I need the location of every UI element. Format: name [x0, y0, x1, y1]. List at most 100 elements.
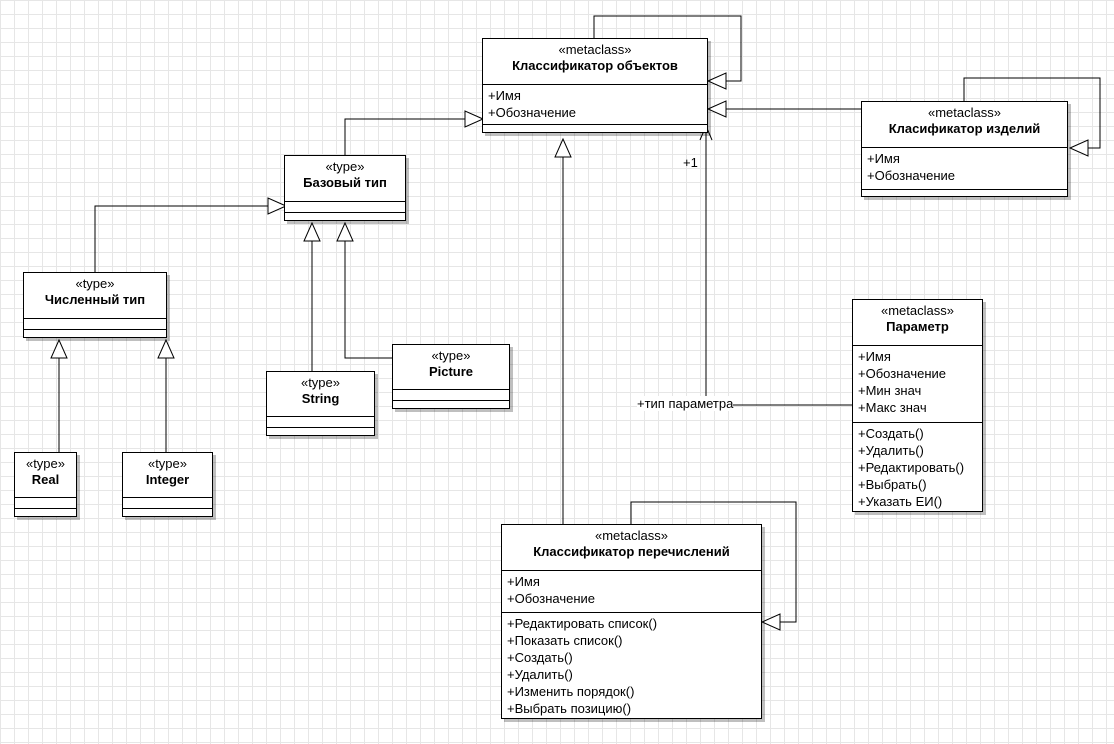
attribute: +Имя — [858, 349, 891, 364]
operation: +Показать список() — [507, 633, 623, 648]
class-header: «type» Integer — [123, 453, 212, 497]
generalization-arrowhead — [1068, 139, 1089, 157]
operation: +Удалить() — [507, 667, 573, 682]
numeric-type-class[interactable]: «type» Численный тип — [23, 272, 167, 338]
attribute: +Имя — [488, 88, 521, 103]
class-stereotype: «type» — [25, 456, 66, 471]
class-name: Real — [31, 472, 60, 487]
class-stereotype: «metaclass» — [928, 105, 1001, 120]
attributes-section: +Имя +Обозначение — [483, 84, 707, 124]
attributes-section — [24, 318, 166, 329]
attributes-section — [393, 389, 509, 400]
operations-section — [393, 400, 509, 411]
attribute: +Обозначение — [488, 105, 576, 120]
attribute: +Мин знач — [858, 383, 922, 398]
generalization-arrowhead — [464, 110, 485, 128]
parameter-class[interactable]: «metaclass» Параметр +Имя +Обозначение +… — [852, 299, 983, 512]
class-name: Integer — [145, 472, 190, 487]
class-name: Picture — [428, 364, 474, 379]
class-header: «metaclass» Классификатор объектов — [483, 39, 707, 84]
operation: +Редактировать список() — [507, 616, 658, 631]
class-stereotype: «type» — [147, 456, 188, 471]
generalization-arrowhead — [267, 197, 288, 215]
operations-section: +Создать() +Удалить() +Редактировать() +… — [853, 422, 982, 514]
object-classifier-class[interactable]: «metaclass» Классификатор объектов +Имя … — [482, 38, 708, 133]
operations-section — [285, 212, 405, 223]
class-stereotype: «type» — [75, 276, 115, 291]
operations-section: +Редактировать список() +Показать список… — [502, 612, 761, 721]
association-role-label: +тип параметра — [637, 396, 734, 411]
product-classifier-self-generalization — [963, 77, 1101, 149]
base-type-class[interactable]: «type» Базовый тип — [284, 155, 406, 221]
operations-section — [862, 189, 1067, 199]
operations-section — [267, 427, 374, 438]
generalization-arrowhead — [303, 221, 321, 242]
picture-type-class[interactable]: «type» Picture — [392, 344, 510, 409]
operations-section — [15, 508, 76, 519]
generalization-arrowhead — [706, 100, 727, 118]
real-type-class[interactable]: «type» Real — [14, 452, 77, 517]
generalization-arrowhead — [50, 338, 68, 359]
attributes-section: +Имя +Обозначение +Мин знач +Макс знач — [853, 345, 982, 422]
class-stereotype: «type» — [300, 375, 341, 390]
class-header: «type» Численный тип — [24, 273, 166, 318]
enum-classifier-class[interactable]: «metaclass» Классификатор перечислений +… — [501, 524, 762, 719]
attributes-section: +Имя +Обозначение — [502, 570, 761, 612]
attributes-section — [285, 201, 405, 212]
numeric-to-base-generalization — [94, 205, 268, 272]
attribute: +Макс знач — [858, 400, 927, 415]
operation: +Удалить() — [858, 443, 924, 458]
attribute: +Обозначение — [507, 591, 595, 606]
attributes-section — [123, 497, 212, 508]
class-header: «metaclass» Классификатор перечислений — [502, 525, 761, 570]
attributes-section — [267, 416, 374, 427]
product-classifier-class[interactable]: «metaclass» Класификатор изделий +Имя +О… — [861, 101, 1068, 197]
class-name: Класификатор изделий — [888, 121, 1041, 136]
attribute: +Имя — [867, 151, 900, 166]
class-header: «type» Picture — [393, 345, 509, 389]
generalization-arrowhead — [760, 613, 781, 631]
class-stereotype: «metaclass» — [881, 303, 954, 318]
operation: +Создать() — [858, 426, 924, 441]
object-classifier-self-generalization — [593, 15, 742, 82]
generalization-arrowhead — [336, 221, 354, 242]
class-stereotype: «metaclass» — [558, 42, 632, 57]
operation: +Создать() — [507, 650, 573, 665]
class-stereotype: «type» — [431, 348, 471, 363]
generalization-arrowhead — [157, 338, 175, 359]
attribute: +Обозначение — [858, 366, 946, 381]
operation: +Изменить порядок() — [507, 684, 635, 699]
class-stereotype: «type» — [325, 159, 365, 174]
class-header: «metaclass» Класификатор изделий — [862, 102, 1067, 147]
base-to-object-generalization — [344, 118, 465, 155]
attribute: +Имя — [507, 574, 540, 589]
operation: +Редактировать() — [858, 460, 965, 475]
operation: +Указать ЕИ() — [858, 494, 943, 509]
class-header: «type» String — [267, 372, 374, 416]
integer-type-class[interactable]: «type» Integer — [122, 452, 213, 517]
generalization-arrowhead — [706, 72, 727, 90]
enum-classifier-self-generalization — [630, 501, 797, 623]
operation: +Выбрать позицию() — [507, 701, 632, 716]
class-header: «type» Базовый тип — [285, 156, 405, 201]
operations-section — [24, 329, 166, 340]
class-stereotype: «metaclass» — [595, 528, 668, 543]
class-name: Численный тип — [44, 292, 146, 307]
class-header: «type» Real — [15, 453, 76, 497]
generalization-arrowhead — [554, 137, 572, 158]
class-name: Базовый тип — [303, 175, 387, 190]
operations-section — [483, 124, 707, 135]
operation: +Выбрать() — [858, 477, 927, 492]
class-header: «metaclass» Параметр — [853, 300, 982, 345]
string-type-class[interactable]: «type» String — [266, 371, 375, 436]
class-name: String — [301, 391, 340, 406]
operations-section — [123, 508, 212, 519]
parameter-type-association — [705, 126, 852, 406]
class-name: Параметр — [886, 319, 949, 334]
class-name: Классификатор объектов — [512, 58, 678, 73]
attribute: +Обозначение — [867, 168, 955, 183]
class-name: Классификатор перечислений — [533, 544, 730, 559]
picture-to-base-generalization — [344, 241, 392, 359]
association-multiplicity: +1 — [683, 155, 698, 170]
attributes-section: +Имя +Обозначение — [862, 147, 1067, 189]
